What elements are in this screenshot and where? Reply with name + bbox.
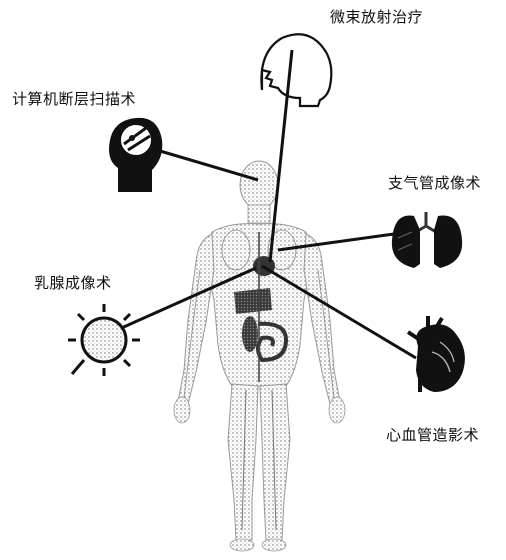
label-ct-scan: 计算机断层扫描术 [12, 88, 136, 109]
label-bronchography: 支气管成像术 [388, 172, 481, 193]
mammography-icon [68, 304, 140, 376]
lungs-icon [392, 212, 462, 268]
ct-scan-head-icon [109, 118, 162, 192]
heart-angiography-icon [408, 316, 465, 392]
liver [234, 288, 272, 314]
head-silhouette-icon [261, 34, 331, 106]
label-angiography: 心血管造影术 [386, 424, 479, 445]
left-lung [222, 230, 250, 270]
label-mammography: 乳腺成像术 [34, 272, 112, 293]
pointer-ct [150, 148, 258, 180]
kidney [242, 316, 258, 352]
label-microbeam-radiotherapy: 微束放射治疗 [330, 6, 423, 27]
